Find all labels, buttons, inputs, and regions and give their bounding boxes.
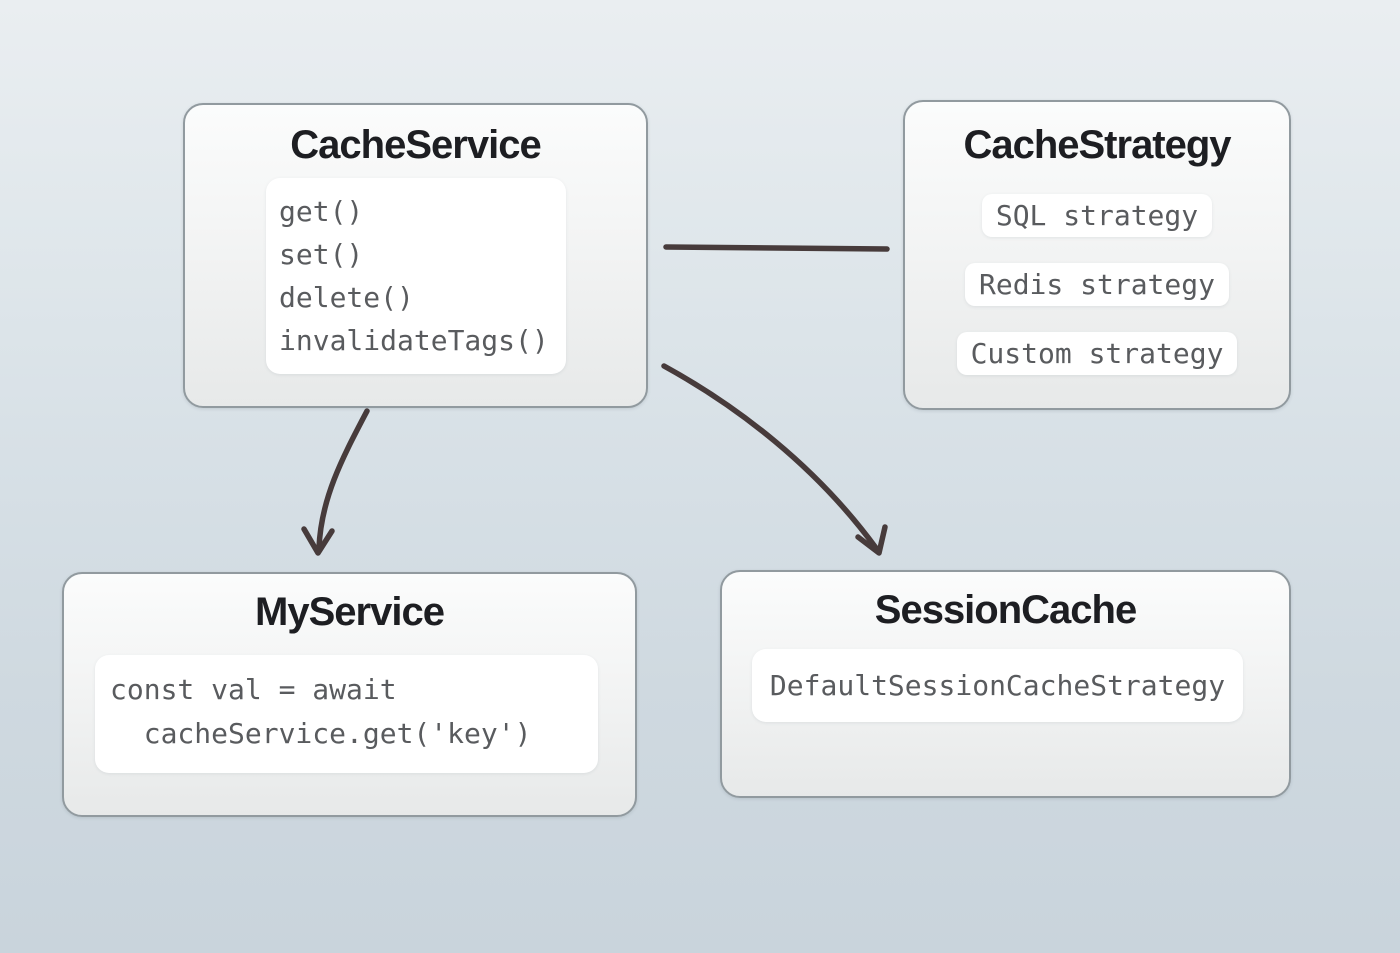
edge-cacheservice-sessioncache-arrow — [661, 363, 888, 556]
sessioncache-title: SessionCache — [874, 588, 1137, 632]
node-myservice: MyService const val = await cacheService… — [62, 572, 637, 817]
strategy-custom: Custom strategy — [956, 332, 1238, 375]
strategy-redis: Redis strategy — [964, 263, 1229, 306]
sessioncache-strategy-panel: DefaultSessionCacheStrategy — [752, 649, 1243, 722]
myservice-code-panel: const val = await cacheService.get('key'… — [95, 655, 598, 773]
strategy-pill-stack: SQL strategy Redis strategy Custom strat… — [905, 194, 1289, 375]
edge-cacheservice-myservice-arrow — [301, 408, 370, 556]
myservice-title: MyService — [255, 590, 445, 634]
method-get: get() — [279, 195, 364, 228]
code-line-1: const val = await — [110, 673, 397, 706]
node-sessioncache: SessionCache DefaultSessionCacheStrategy — [720, 570, 1291, 798]
cacheservice-methods-panel: get() set() delete() invalidateTags() — [266, 178, 566, 374]
arrowhead-down-right-icon — [855, 524, 888, 556]
edge-cacheservice-cachestrategy-line — [663, 244, 890, 252]
cachestrategy-title: CacheStrategy — [963, 123, 1231, 167]
default-session-cache-strategy-label: DefaultSessionCacheStrategy — [769, 669, 1226, 702]
node-cachestrategy: CacheStrategy SQL strategy Redis strateg… — [903, 100, 1291, 410]
method-delete: delete() — [279, 281, 414, 314]
arrowhead-down-icon — [301, 526, 335, 556]
method-invalidatetags: invalidateTags() — [279, 324, 549, 357]
strategy-sql: SQL strategy — [981, 194, 1213, 237]
code-line-2: cacheService.get('key') — [110, 717, 532, 750]
node-cacheservice: CacheService get() set() delete() invali… — [183, 103, 648, 408]
cacheservice-title: CacheService — [290, 123, 541, 167]
method-set: set() — [279, 238, 364, 271]
